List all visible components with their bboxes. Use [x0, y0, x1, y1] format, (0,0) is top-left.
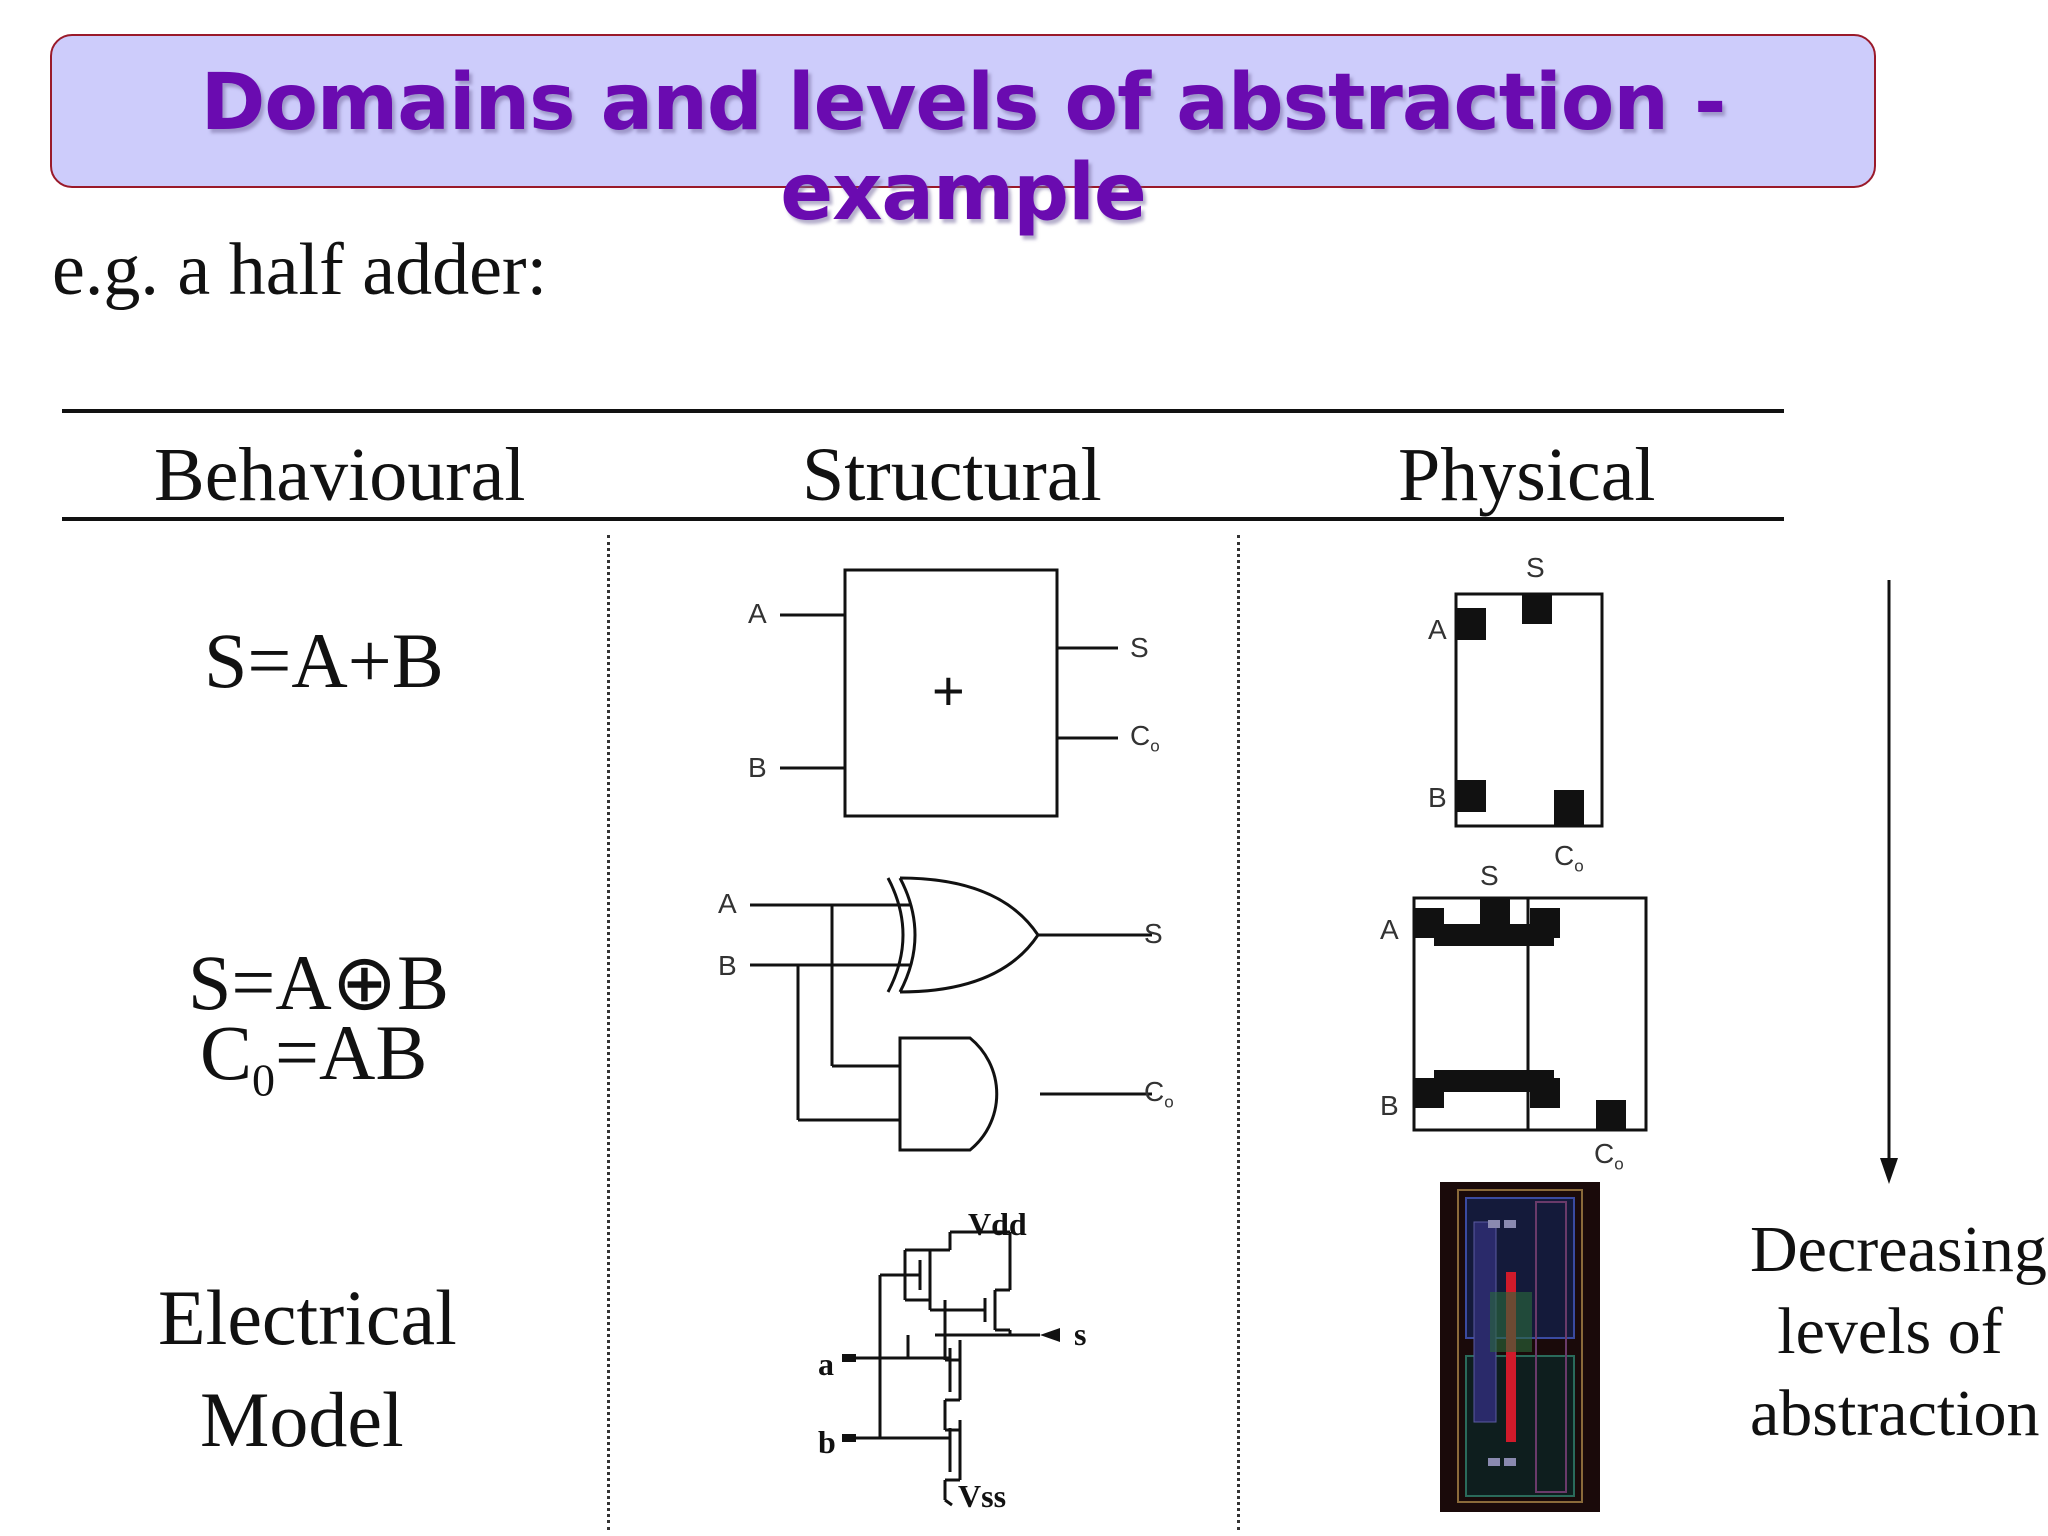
- adder-input-b: B: [748, 752, 767, 783]
- subtitle: e.g. a half adder:: [52, 229, 548, 311]
- behavioural-electrical-label: Electrical: [158, 1274, 457, 1361]
- transistor-schematic: [842, 1230, 1060, 1507]
- behavioural-xor-equation: S=A⊕B: [188, 939, 450, 1026]
- transistor-input-b: b: [818, 1424, 836, 1460]
- decreasing-abstraction-arrow: [1880, 580, 1898, 1184]
- physical-cell-c: Co: [1594, 1138, 1624, 1174]
- vss-label: Vss: [958, 1478, 1007, 1514]
- table-header-rule: [62, 517, 1784, 521]
- behavioural-sum-equation: S=A+B: [204, 617, 444, 704]
- table-top-rule: [62, 409, 1784, 413]
- adder-output-s: S: [1130, 632, 1149, 663]
- side-note-line1: Decreasing: [1750, 1213, 2047, 1286]
- column-divider-2: [1237, 535, 1240, 1530]
- behavioural-model-label: Model: [200, 1376, 404, 1463]
- adder-block-diagram: [780, 568, 1118, 818]
- page-title: Domains and levels of abstraction - exam…: [200, 58, 1727, 238]
- gate-output-s: S: [1144, 918, 1163, 949]
- header-structural: Structural: [802, 433, 1102, 517]
- vdd-label: Vdd: [968, 1206, 1027, 1242]
- gate-input-a: A: [718, 888, 737, 919]
- side-note-line2: levels of: [1777, 1295, 2003, 1368]
- physical-block-b: B: [1428, 782, 1447, 813]
- title-banner: Domains and levels of abstraction - exam…: [50, 34, 1876, 238]
- column-divider-1: [607, 535, 610, 1530]
- physical-cell-s: S: [1480, 860, 1499, 891]
- physical-cell-b: B: [1380, 1090, 1399, 1121]
- physical-block-s: S: [1526, 552, 1545, 583]
- mask-layout-image: [1440, 1182, 1600, 1512]
- header-behavioural: Behavioural: [154, 433, 526, 517]
- gate-input-b: B: [718, 950, 737, 981]
- gate-level-diagram: [750, 876, 1152, 1152]
- transistor-output-s: s: [1074, 1316, 1087, 1352]
- physical-block-layout: [1454, 592, 1604, 828]
- adder-plus-symbol: +: [932, 659, 965, 722]
- side-note-line3: abstraction: [1750, 1377, 2040, 1450]
- adder-input-a: A: [748, 598, 767, 629]
- gate-output-c: Co: [1144, 1076, 1174, 1112]
- physical-cell-layout: [1412, 896, 1648, 1132]
- physical-block-a: A: [1428, 614, 1447, 645]
- adder-output-c: Co: [1130, 720, 1160, 756]
- transistor-input-a: a: [818, 1346, 834, 1382]
- behavioural-carry-equation: C0=AB: [200, 1009, 428, 1106]
- physical-cell-a: A: [1380, 914, 1399, 945]
- header-physical: Physical: [1398, 433, 1656, 517]
- physical-block-c: Co: [1554, 840, 1584, 876]
